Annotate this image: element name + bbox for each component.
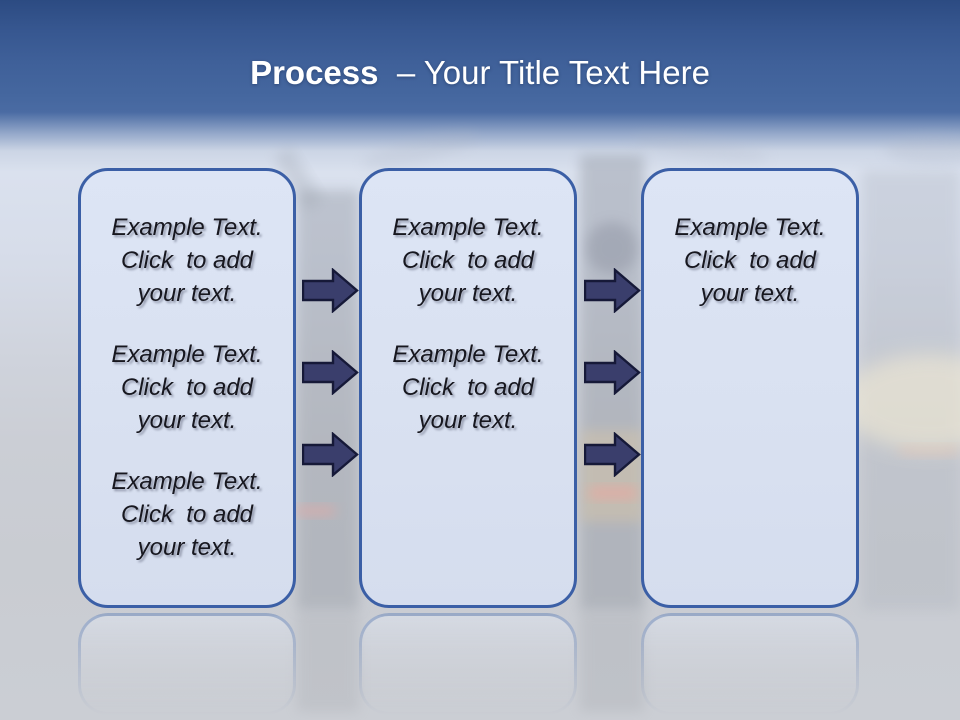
placeholder-line: your text. bbox=[700, 280, 800, 307]
box-reflection bbox=[78, 613, 296, 715]
placeholder-line: your text. bbox=[418, 280, 518, 307]
placeholder-line: Click to add bbox=[401, 247, 535, 274]
placeholder-line: your text. bbox=[137, 280, 237, 307]
placeholder-line: Click to add bbox=[120, 247, 254, 274]
placeholder-line: your text. bbox=[418, 407, 518, 434]
placeholder-line: Example Text. bbox=[111, 468, 263, 495]
title-text: – Your Title Text Here bbox=[387, 54, 710, 91]
placeholder-line: Example Text. bbox=[392, 341, 544, 368]
placeholder-line: your text. bbox=[137, 407, 237, 434]
process-box-1[interactable]: Example Text. Click to add your text. Ex… bbox=[78, 168, 296, 608]
placeholder-line: Click to add bbox=[401, 374, 535, 401]
placeholder-line: your text. bbox=[137, 534, 237, 561]
box-reflection bbox=[641, 613, 859, 715]
process-box-2[interactable]: Example Text. Click to add your text. Ex… bbox=[359, 168, 577, 608]
placeholder-line: Example Text. bbox=[392, 214, 544, 241]
placeholder-paragraph[interactable]: Example Text. Click to add your text. bbox=[87, 338, 287, 437]
placeholder-line: Example Text. bbox=[674, 214, 826, 241]
right-arrow-icon bbox=[302, 432, 359, 477]
right-arrow-icon bbox=[302, 350, 359, 395]
placeholder-paragraph[interactable]: Example Text. Click to add your text. bbox=[368, 338, 568, 437]
placeholder-paragraph[interactable]: Example Text. Click to add your text. bbox=[368, 211, 568, 310]
right-arrow-icon bbox=[584, 350, 641, 395]
placeholder-line: Click to add bbox=[120, 374, 254, 401]
slide-title[interactable]: Process – Your Title Text Here bbox=[0, 50, 960, 96]
right-arrow-icon bbox=[302, 268, 359, 313]
placeholder-line: Click to add bbox=[683, 247, 817, 274]
box-reflection bbox=[359, 613, 577, 715]
placeholder-paragraph[interactable]: Example Text. Click to add your text. bbox=[87, 465, 287, 564]
placeholder-paragraph[interactable]: Example Text. Click to add your text. bbox=[87, 211, 287, 310]
right-arrow-icon bbox=[584, 432, 641, 477]
placeholder-paragraph[interactable]: Example Text. Click to add your text. bbox=[650, 211, 850, 310]
process-box-3[interactable]: Example Text. Click to add your text. bbox=[641, 168, 859, 608]
placeholder-line: Example Text. bbox=[111, 214, 263, 241]
right-arrow-icon bbox=[584, 268, 641, 313]
title-keyword: Process bbox=[250, 54, 379, 91]
placeholder-line: Click to add bbox=[120, 501, 254, 528]
placeholder-line: Example Text. bbox=[111, 341, 263, 368]
